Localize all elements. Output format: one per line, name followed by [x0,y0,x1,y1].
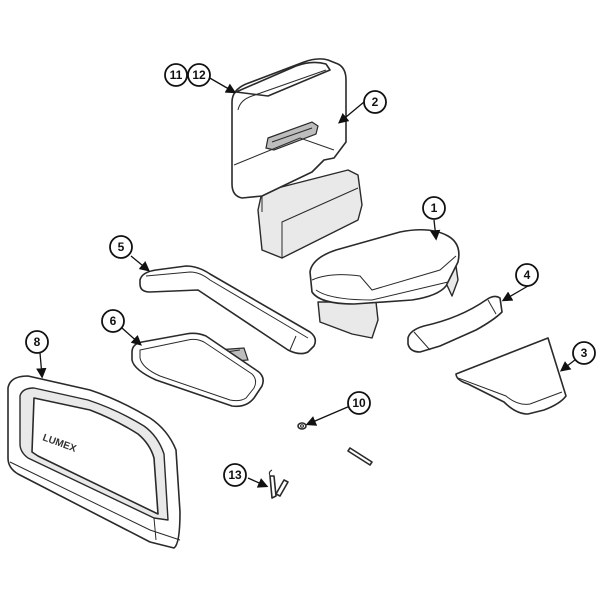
callout-12: 12 [187,63,211,87]
svg-text:6: 6 [110,314,117,328]
washer [297,422,307,430]
callout-11: 11 [164,63,188,87]
svg-text:5: 5 [118,240,125,254]
callout-13: 13 [223,463,247,487]
svg-text:3: 3 [581,346,588,360]
svg-text:8: 8 [34,335,41,349]
seat-back [231,58,363,259]
svg-text:4: 4 [524,268,531,282]
footplate [455,337,567,415]
callout-2: 2 [363,90,387,114]
callout-4: 4 [515,263,539,287]
pin-rod [347,447,373,466]
svg-text:1: 1 [431,201,438,215]
callout-5: 5 [109,235,133,259]
svg-text:10: 10 [352,396,366,410]
callout-3: 3 [572,341,596,365]
callout-1: 1 [422,196,446,220]
armrest [139,265,317,355]
callout-6: 6 [101,309,125,333]
svg-text:11: 11 [170,68,183,82]
tray [131,332,264,408]
side-guard-panel: LUMEX [7,375,181,549]
svg-text:2: 2 [372,95,379,109]
svg-text:12: 12 [192,68,206,82]
footrest-pad [407,295,503,353]
seat-cushion [309,228,460,339]
leader-lines [36,76,581,488]
svg-text:13: 13 [228,468,242,482]
clip [268,469,289,499]
callout-8: 8 [25,330,49,354]
callout-10: 10 [347,391,371,415]
